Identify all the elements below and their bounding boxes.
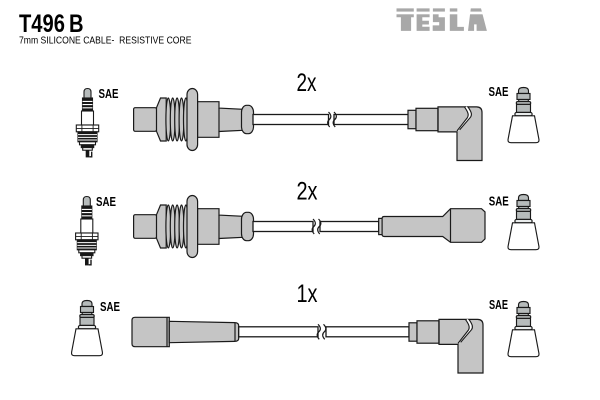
svg-text:SAE: SAE [489, 194, 509, 209]
svg-text:1x: 1x [297, 280, 318, 308]
svg-text:SAE: SAE [489, 297, 508, 312]
svg-text:2x: 2x [297, 178, 318, 206]
svg-text:SAE: SAE [100, 299, 120, 314]
svg-text:7mm SILICONE CABLE- RESISTIVE: 7mm SILICONE CABLE- RESISTIVE CORE [19, 36, 192, 47]
svg-text:SAE: SAE [489, 84, 509, 99]
svg-text:SAE: SAE [96, 194, 116, 209]
svg-text:T496 B: T496 B [19, 10, 84, 38]
svg-text:SAE: SAE [99, 86, 119, 101]
svg-text:2x: 2x [297, 69, 317, 97]
